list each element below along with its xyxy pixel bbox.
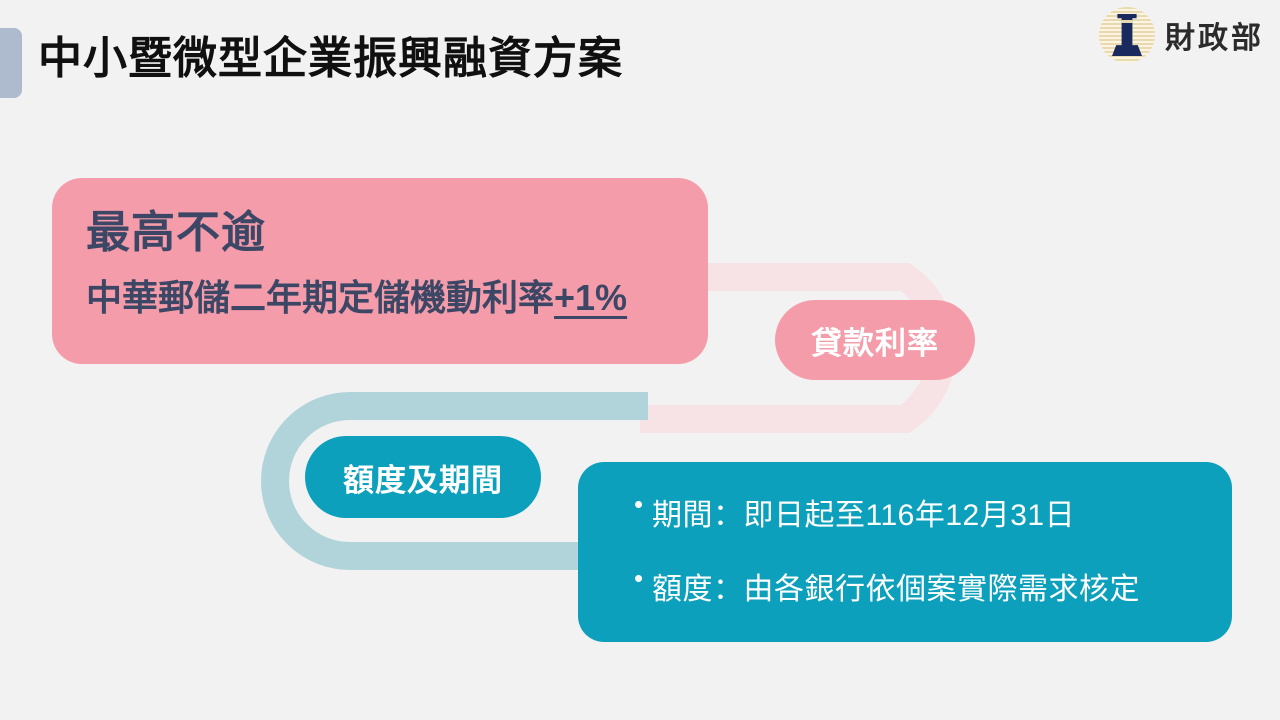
loan-rate-card: 最高不逾 中華郵儲二年期定儲機動利率+1% (52, 178, 708, 364)
loan-rate-detail-prefix: 中華郵儲二年期定儲機動利率 (86, 277, 555, 319)
list-item: • 額度：由各銀行依個案實際需求核定 (634, 563, 1204, 608)
bullet-icon: • (634, 489, 644, 519)
page-title: 中小暨微型企業振興融資方案 (38, 34, 623, 83)
terms-item-text: 期間：即日起至116年12月31日 (652, 499, 1076, 532)
list-item: • 期間：即日起至116年12月31日 (634, 489, 1204, 534)
terms-card: • 期間：即日起至116年12月31日 • 額度：由各銀行依個案實際需求核定 (578, 462, 1232, 642)
terms-item-text: 額度：由各銀行依個案實際需求核定 (652, 573, 1140, 606)
ministry-of-finance-emblem-icon (1099, 7, 1155, 63)
bullet-icon: • (634, 563, 644, 593)
loan-rate-detail: 中華郵儲二年期定儲機動利率+1% (86, 269, 674, 321)
loan-rate-headline: 最高不逾 (86, 208, 266, 257)
loan-rate-detail-emphasis: +1% (554, 277, 628, 319)
ministry-logo-label: 財政部 (1165, 22, 1264, 55)
title-accent-bar (0, 28, 22, 98)
ministry-logo: 財政部 (1099, 7, 1264, 63)
emblem-glyph-icon (1112, 14, 1142, 56)
terms-label-pill[interactable]: 額度及期間 (305, 436, 541, 518)
loan-rate-label-pill[interactable]: 貸款利率 (775, 300, 975, 380)
